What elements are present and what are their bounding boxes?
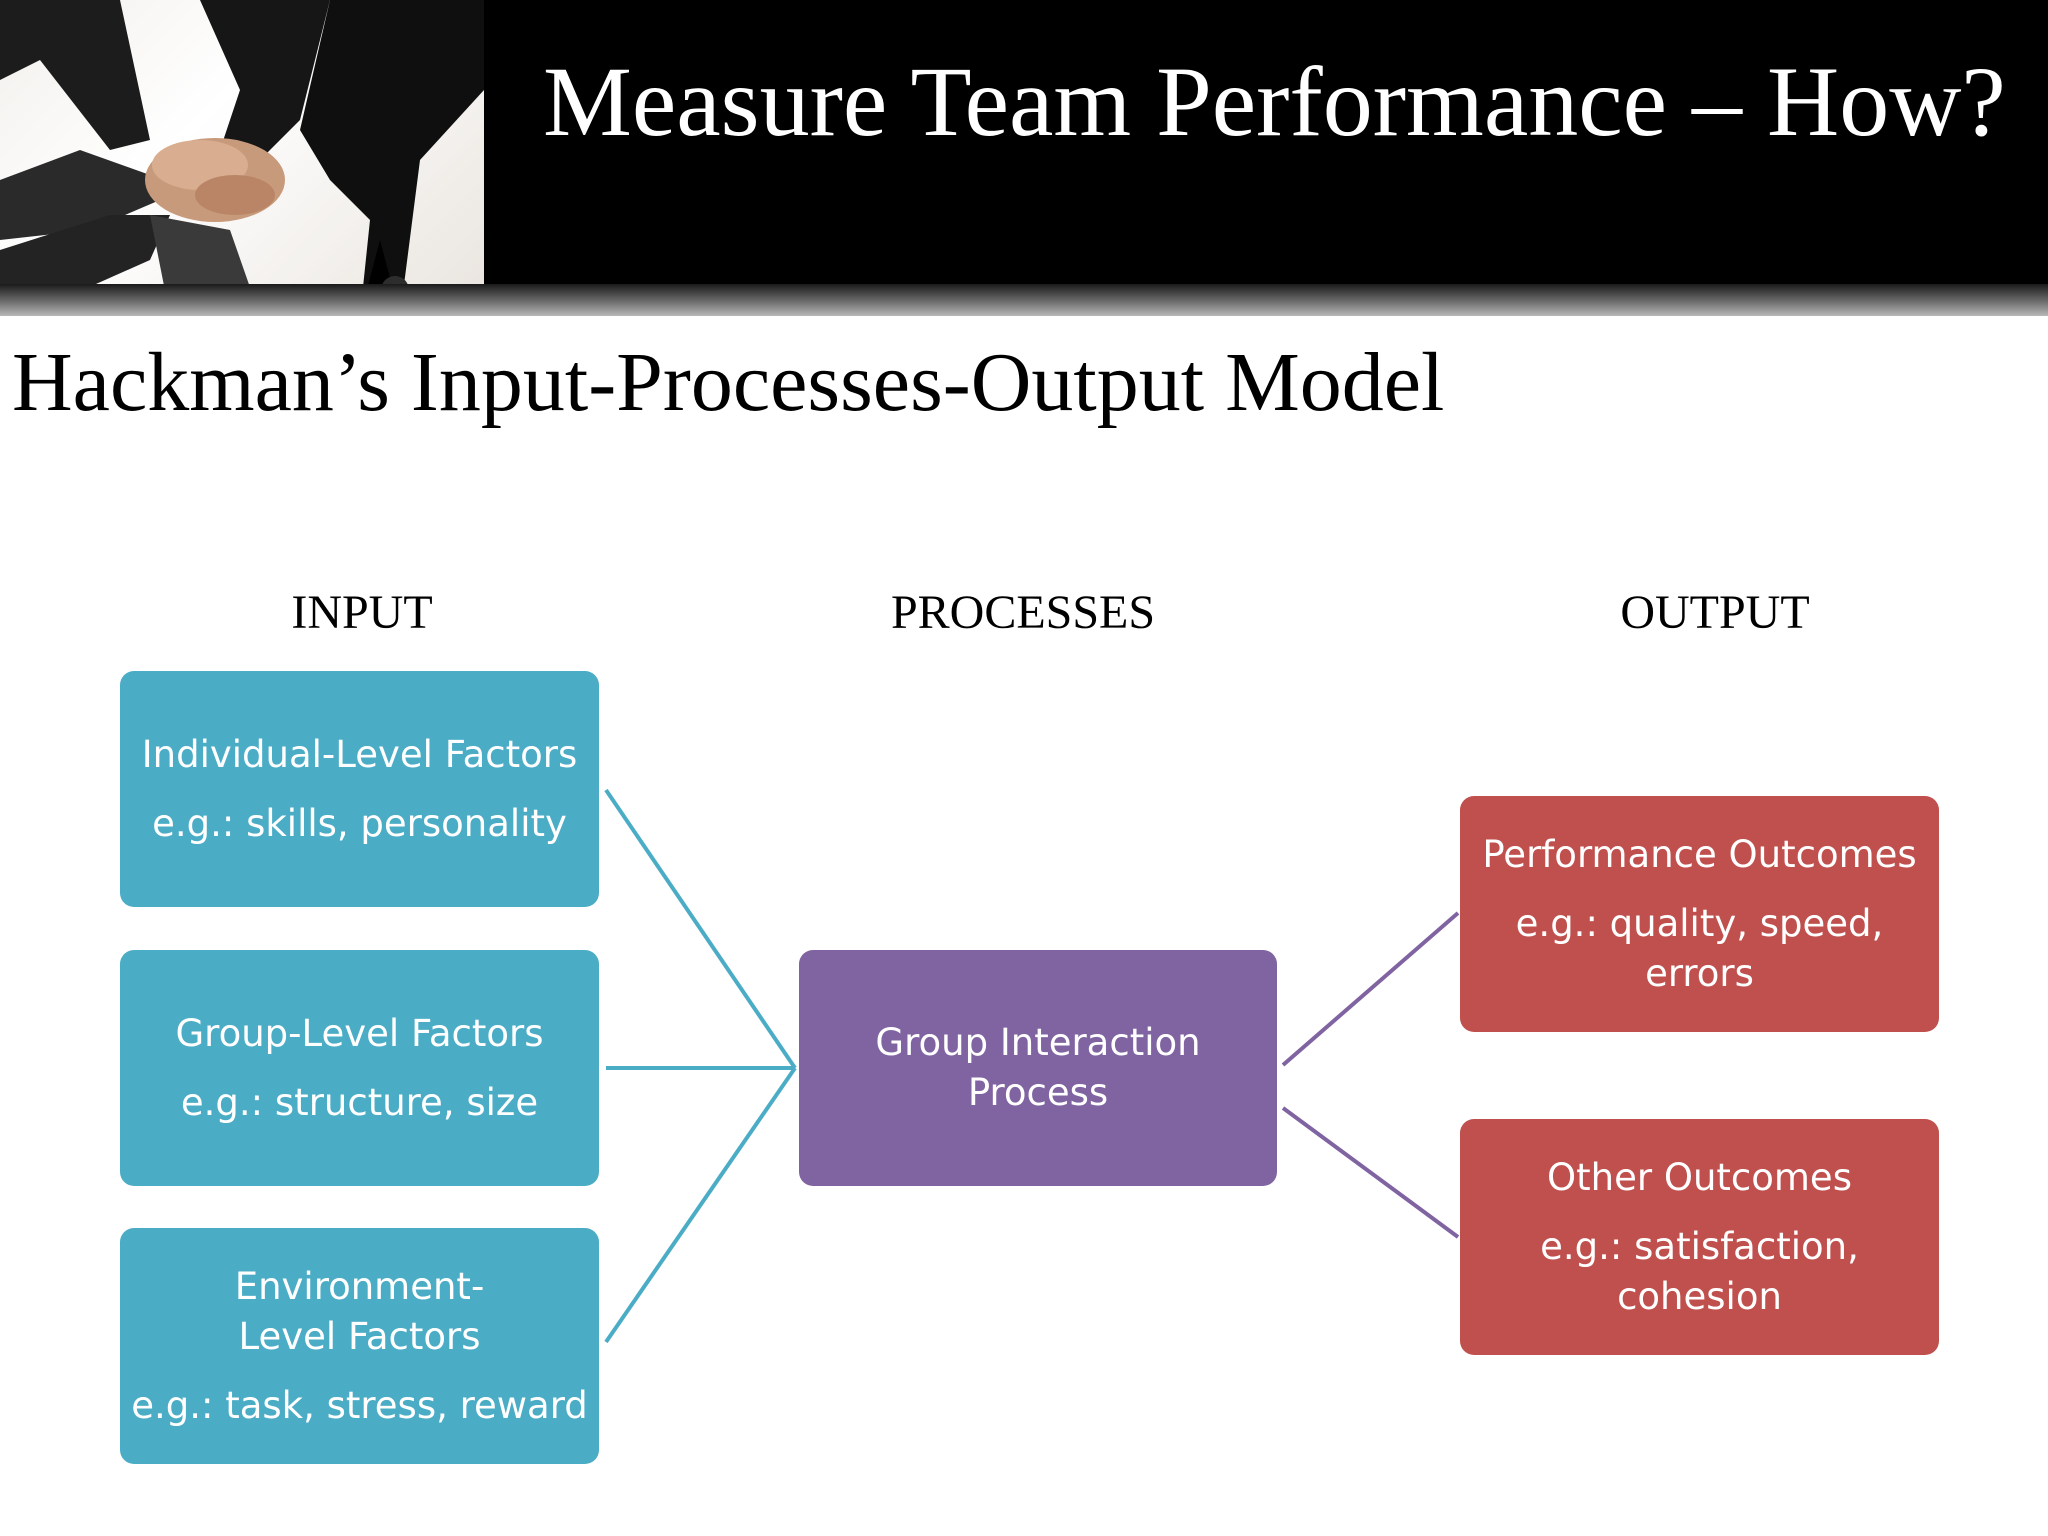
column-label-input: INPUT — [291, 586, 433, 639]
model-subtitle: Hackman’s Input-Processes-Output Model — [12, 336, 1445, 429]
input-box-individual: Individual-Level Factors e.g.: skills, p… — [120, 671, 599, 907]
output-box-other: Other Outcomes e.g.: satisfaction, cohes… — [1460, 1119, 1939, 1355]
process-box-title: Group Interaction Process — [875, 1021, 1201, 1114]
output-box-performance: Performance Outcomes e.g.: quality, spee… — [1460, 796, 1939, 1032]
column-label-output: OUTPUT — [1620, 586, 1810, 639]
header-divider — [0, 284, 2048, 316]
input-box-example: e.g.: task, stress, reward — [131, 1383, 588, 1427]
input-box-group: Group-Level Factors e.g.: structure, siz… — [120, 950, 599, 1186]
input-box-title: Individual-Level Factors — [141, 732, 578, 776]
input-box-title: Environment-Level Factors — [234, 1264, 485, 1358]
output-box-title: Performance Outcomes — [1482, 832, 1917, 876]
output-box-example: e.g.: satisfaction, cohesion — [1540, 1224, 1859, 1318]
connector-process-to-other — [1281, 1106, 1460, 1239]
connector-process-to-performance — [1281, 911, 1460, 1067]
slide-title: Measure Team Performance – How? — [543, 46, 2006, 157]
column-label-processes: PROCESSES — [890, 586, 1156, 639]
process-box-group-interaction: Group Interaction Process — [799, 950, 1277, 1186]
input-box-environment: Environment-Level Factors e.g.: task, st… — [120, 1228, 599, 1464]
output-box-title: Other Outcomes — [1547, 1155, 1852, 1199]
input-box-title: Group-Level Factors — [175, 1011, 544, 1055]
slide-header: Measure Team Performance – How? — [0, 0, 2048, 316]
output-box-example: e.g.: quality, speed, errors — [1515, 901, 1884, 995]
connector-individual-to-process — [604, 788, 797, 1070]
input-box-example: e.g.: structure, size — [180, 1080, 539, 1124]
input-box-example: e.g.: skills, personality — [152, 801, 567, 845]
connector-environment-to-process — [604, 1066, 797, 1344]
